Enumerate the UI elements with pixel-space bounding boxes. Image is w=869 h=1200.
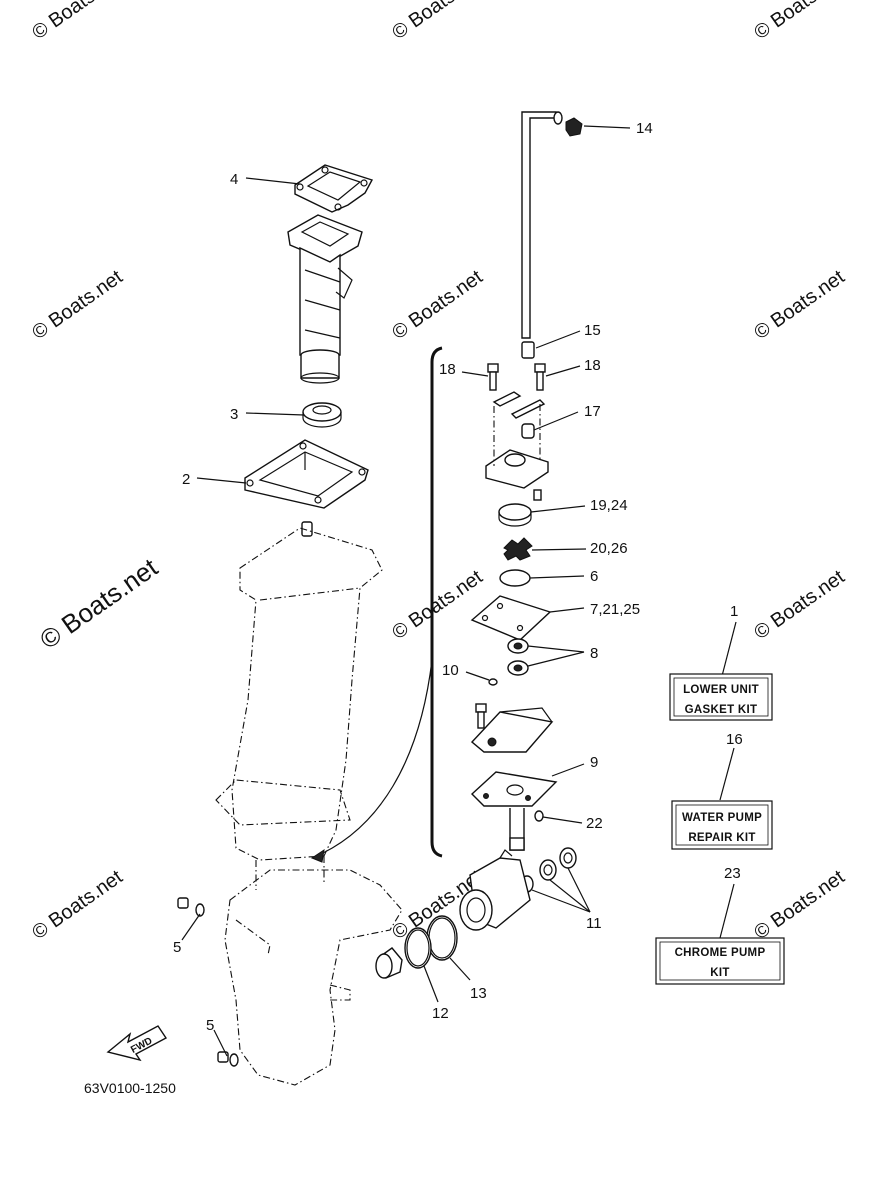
water-tube	[521, 111, 563, 339]
kit-label-line1: WATER PUMP	[682, 812, 762, 824]
exhaust-guide	[287, 214, 363, 384]
assembly-arrow	[310, 659, 433, 863]
part-22-collar	[534, 810, 544, 822]
watermark: © Boats.net	[750, 0, 849, 44]
upper-casing	[215, 527, 383, 890]
watermark: © Boats.net	[750, 866, 849, 944]
kit-label-line2: GASKET KIT	[685, 704, 758, 716]
callout-13: 13	[470, 985, 487, 1002]
bracket	[430, 346, 443, 858]
lower-casing	[224, 869, 403, 1086]
callout-10: 10	[442, 662, 459, 679]
callout-20-26: 20,26	[590, 540, 628, 557]
pump-housing	[485, 404, 549, 501]
kit-label-line1: LOWER UNIT	[683, 684, 759, 696]
part-14-grommet	[565, 117, 583, 137]
watermark: © Boats.net	[750, 566, 849, 644]
callout-1: 1	[730, 603, 738, 620]
part-15-grommet	[521, 341, 535, 359]
leader-lines	[181, 125, 737, 1057]
propeller-shaft-housing	[459, 849, 531, 931]
diagram-code: 63V0100-1250	[84, 1080, 176, 1096]
callout-12: 12	[432, 1005, 449, 1022]
part-3-seal	[302, 402, 342, 428]
watermark: © Boats.net	[750, 266, 849, 344]
part-6-seal	[499, 569, 531, 587]
watermark: © Boats.net	[388, 566, 487, 644]
callout-14: 14	[636, 120, 653, 137]
callout-11: 11	[586, 915, 602, 932]
callout-4: 4	[230, 171, 238, 188]
part-12-o-ring	[404, 927, 432, 969]
callout-9: 9	[590, 754, 598, 771]
part-19-24-insert	[498, 503, 532, 527]
kit-label-line2: KIT	[710, 967, 729, 979]
callout-18-left: 18	[439, 361, 456, 378]
driveshaft	[509, 808, 525, 851]
watermark-prominent: © Boats.net	[34, 552, 163, 655]
watermark: © Boats.net	[28, 0, 127, 44]
callout-3: 3	[230, 406, 238, 423]
part-2-gasket	[244, 439, 369, 509]
kit-label-line1: CHROME PUMP	[675, 947, 766, 959]
part-17-insert	[492, 391, 546, 439]
part-18-bolt-right	[534, 363, 546, 391]
callout-16: 16	[726, 731, 743, 748]
kit-label-line2: REPAIR KIT	[688, 832, 755, 844]
part-10-o-ring	[488, 678, 498, 686]
callout-23: 23	[724, 865, 741, 882]
callout-15: 15	[584, 322, 601, 339]
lower-housing	[470, 703, 554, 753]
callout-labels: 1 2 3 4 5 5 6 7,21,25 8 9 10 11 12 13 14…	[173, 120, 743, 1034]
kit-box-lower-unit-gasket: LOWER UNIT GASKET KIT	[669, 673, 773, 721]
part-5-screw-bottom	[217, 1051, 239, 1067]
part-4-gasket	[294, 164, 374, 213]
part-7-21-25-plate	[470, 595, 552, 641]
part-11-oil-seals	[520, 847, 577, 893]
callout-6: 6	[590, 568, 598, 585]
callout-5-top: 5	[173, 939, 181, 956]
prop-shaft-seal	[375, 947, 403, 979]
part-20-26-impeller	[503, 537, 533, 561]
watermark: © Boats.net	[388, 0, 487, 44]
callout-22: 22	[586, 815, 603, 832]
callout-8: 8	[590, 645, 598, 662]
callout-7-21-25: 7,21,25	[590, 601, 640, 618]
callout-5-bottom: 5	[206, 1017, 214, 1034]
fwd-arrow-icon: FWD	[106, 1025, 168, 1062]
part-8-oil-seals	[507, 638, 529, 676]
watermark: © Boats.net	[28, 266, 127, 344]
kit-box-chrome-pump: CHROME PUMP KIT	[655, 937, 785, 985]
callout-19-24: 19,24	[590, 497, 628, 514]
callout-17: 17	[584, 403, 601, 420]
part-18-bolt-left	[487, 363, 499, 391]
part-13-o-ring	[426, 915, 458, 961]
watermark: © Boats.net	[28, 866, 127, 944]
callout-18-right: 18	[584, 357, 601, 374]
part-5-screw-top	[177, 897, 205, 917]
callout-2: 2	[182, 471, 190, 488]
part-9-gasket	[470, 771, 558, 807]
watermark: © Boats.net	[388, 266, 487, 344]
fwd-label: FWD	[129, 1036, 154, 1056]
kit-box-water-pump-repair: WATER PUMP REPAIR KIT	[671, 800, 773, 850]
